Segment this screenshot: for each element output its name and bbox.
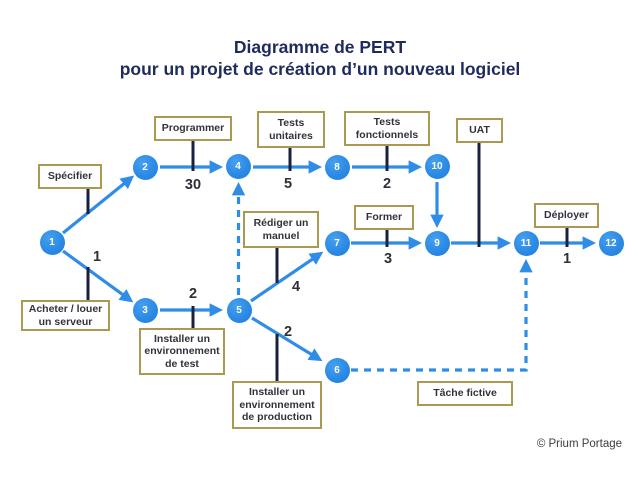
node-12: 12: [598, 230, 624, 256]
node-2: 2: [132, 154, 158, 180]
node-9: 9: [424, 230, 450, 256]
task-box-tests-fonctionnels: Tests fonctionnels: [344, 111, 430, 146]
edge-1-2: [61, 175, 135, 235]
task-box-uat: UAT: [456, 118, 503, 143]
edge-1-3: [62, 249, 134, 303]
task-box-deployer: Déployer: [534, 203, 599, 228]
duration-2-4: 30: [184, 177, 202, 193]
node-6: 6: [324, 357, 350, 383]
task-box-rediger-manuel: Rédiger un manuel: [243, 211, 319, 248]
node-10: 10: [424, 153, 450, 179]
duration-8-10: 2: [382, 176, 392, 192]
duration-3-5: 2: [188, 286, 198, 302]
node-8: 8: [324, 154, 350, 180]
duration-1-3: 1: [92, 249, 102, 265]
duration-11-12: 1: [562, 251, 572, 267]
task-box-acheter-serveur: Acheter / louer un serveur: [21, 300, 110, 331]
task-box-installer-test: Installer un environnement de test: [139, 328, 225, 375]
credit-text: © Prium Portage: [536, 438, 622, 450]
node-11: 11: [513, 230, 539, 256]
title-line-2: pour un projet de création d’un nouveau …: [119, 59, 521, 79]
duration-5-7: 4: [291, 279, 301, 295]
task-box-former: Former: [354, 205, 414, 230]
title-line-1: Diagramme de PERT: [233, 37, 407, 57]
edge-dummy-6-11: [351, 258, 533, 372]
duration-7-9: 3: [383, 251, 393, 267]
node-3: 3: [132, 297, 158, 323]
task-box-programmer: Programmer: [154, 116, 232, 141]
task-box-installer-prod: Installer un environnement de production: [232, 381, 322, 429]
node-1: 1: [39, 229, 65, 255]
page-title: Diagramme de PERT pour un projet de créa…: [0, 36, 640, 80]
edge-5-7: [250, 251, 324, 303]
task-box-specifier: Spécifier: [38, 164, 102, 189]
duration-4-8: 5: [283, 176, 293, 192]
task-box-tache-fictive: Tâche fictive: [417, 381, 513, 406]
duration-5-6: 2: [283, 324, 293, 340]
task-box-tests-unitaires: Tests unitaires: [257, 111, 325, 148]
node-5: 5: [226, 297, 252, 323]
node-4: 4: [225, 153, 251, 179]
node-7: 7: [324, 230, 350, 256]
edge-5-6: [251, 316, 323, 362]
